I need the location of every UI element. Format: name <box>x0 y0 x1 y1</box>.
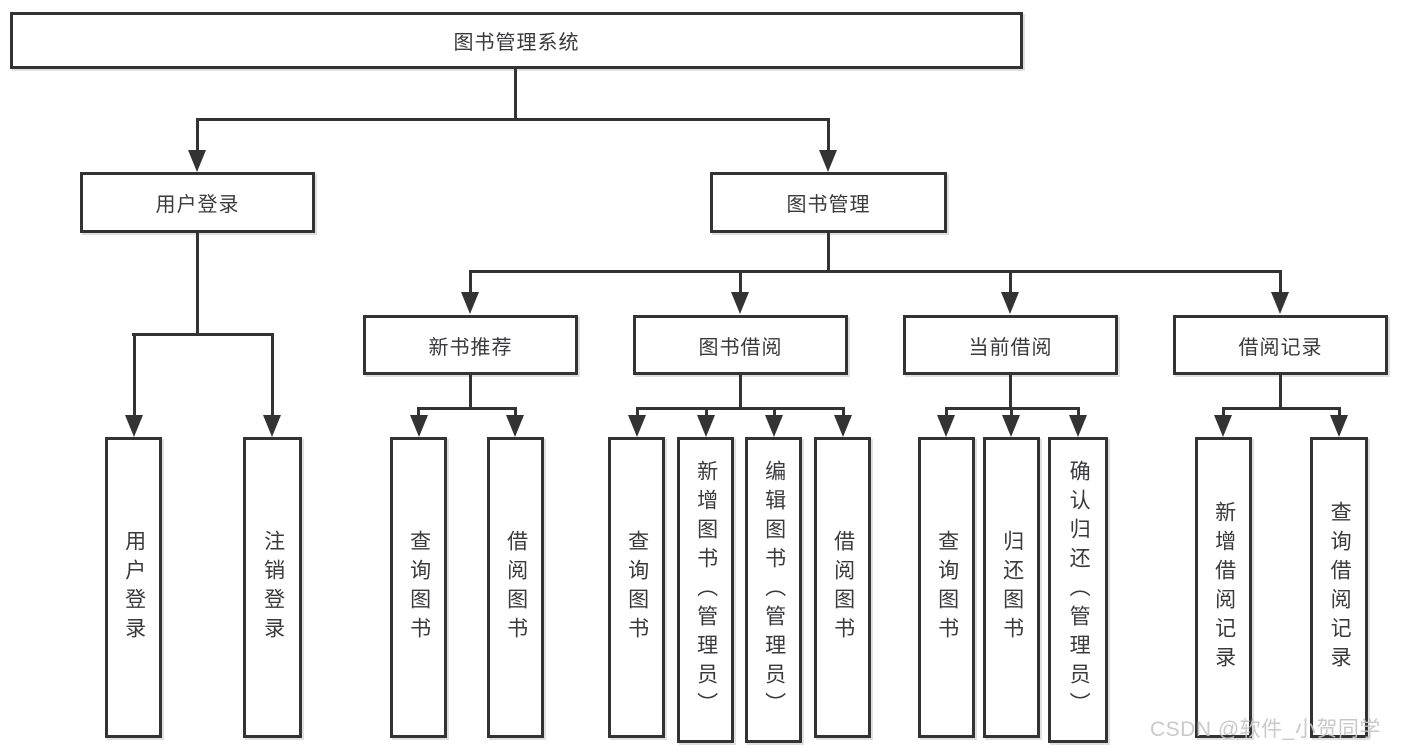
connector-line <box>1222 407 1341 410</box>
leaf-user-login: 用户登录 <box>105 437 162 738</box>
arrow-down <box>461 292 479 314</box>
node-label: 编辑图书（管理员） <box>762 459 786 721</box>
arrow-down <box>628 415 646 437</box>
node-label: 查询图书 <box>407 529 431 646</box>
leaf-query-books-recommend: 查询图书 <box>390 437 447 738</box>
leaf-query-books-borrowing: 查询图书 <box>608 437 665 738</box>
node-label: 查询借阅记录 <box>1328 500 1352 675</box>
connector-line <box>196 118 830 121</box>
connector-line <box>132 333 274 336</box>
connector-line <box>827 118 830 152</box>
leaf-query-borrow-record: 查询借阅记录 <box>1310 437 1368 738</box>
node-label: 借阅记录 <box>1238 336 1323 359</box>
arrow-down <box>731 292 749 314</box>
node-user-login: 用户登录 <box>80 172 315 233</box>
node-label: 借阅图书 <box>504 529 528 646</box>
connector-line <box>514 66 517 120</box>
arrow-down <box>506 415 524 437</box>
leaf-logout: 注销登录 <box>243 437 302 738</box>
connector-line <box>133 333 136 417</box>
node-label: 新增借阅记录 <box>1212 500 1236 675</box>
connector-line <box>1009 373 1012 410</box>
connector-line <box>469 373 472 410</box>
connector-line <box>469 270 472 294</box>
connector-line <box>196 231 199 336</box>
node-label: 新书推荐 <box>428 336 513 359</box>
arrow-down <box>1069 415 1087 437</box>
node-label: 查询图书 <box>625 529 649 646</box>
connector-line <box>417 407 420 415</box>
arrow-down <box>1002 415 1020 437</box>
leaf-confirm-return-admin: 确认归还（管理员） <box>1048 437 1108 743</box>
node-label: 新增图书（管理员） <box>694 459 718 721</box>
leaf-query-books-current: 查询图书 <box>918 437 975 738</box>
arrow-down <box>410 415 428 437</box>
node-current-borrowing: 当前借阅 <box>903 315 1118 375</box>
arrow-down <box>765 415 783 437</box>
node-label: 归还图书 <box>1000 529 1024 646</box>
connector-line <box>1279 373 1282 410</box>
connector-line <box>827 231 830 273</box>
connector-line <box>1222 407 1225 415</box>
leaf-return-book: 归还图书 <box>983 437 1040 738</box>
leaf-add-borrow-record: 新增借阅记录 <box>1195 437 1252 738</box>
connector-line <box>1010 407 1013 415</box>
arrow-down <box>125 415 143 437</box>
connector-line <box>196 118 199 152</box>
node-new-book-recommend: 新书推荐 <box>363 315 578 375</box>
node-label: 确认归还（管理员） <box>1067 459 1091 721</box>
node-label: 用户登录 <box>155 194 240 216</box>
node-label: 用户登录 <box>122 529 146 646</box>
connector-line <box>945 407 948 415</box>
arrow-down <box>188 150 206 172</box>
node-book-management: 图书管理 <box>710 172 947 233</box>
arrow-down <box>263 415 281 437</box>
leaf-add-book-admin: 新增图书（管理员） <box>677 437 734 743</box>
node-label: 图书管理系统 <box>453 32 580 54</box>
leaf-borrow-books-recommend: 借阅图书 <box>487 437 544 738</box>
connector-line <box>636 407 639 415</box>
watermark: CSDN @软件_小贺同学 <box>1150 718 1381 741</box>
node-label: 查询图书 <box>935 529 959 646</box>
leaf-edit-book-admin: 编辑图书（管理员） <box>745 437 802 743</box>
node-label: 注销登录 <box>261 529 285 646</box>
connector-line <box>1009 270 1012 294</box>
connector-line <box>739 373 742 410</box>
arrow-down <box>1001 292 1019 314</box>
node-book-borrowing: 图书借阅 <box>633 315 848 375</box>
arrow-down <box>819 150 837 172</box>
node-label: 借阅图书 <box>831 529 855 646</box>
connector-line <box>1077 407 1080 415</box>
connector-line <box>514 407 517 415</box>
connector-line <box>469 270 1281 273</box>
node-borrowing-records: 借阅记录 <box>1173 315 1388 375</box>
connector-line <box>1338 407 1341 415</box>
node-label: 图书管理 <box>786 194 871 216</box>
node-label: 图书借阅 <box>698 336 783 359</box>
node-label: 当前借阅 <box>968 336 1053 359</box>
connector-line <box>1279 270 1282 294</box>
arrow-down <box>697 415 715 437</box>
connector-line <box>636 407 845 410</box>
connector-line <box>739 270 742 294</box>
arrow-down <box>1330 415 1348 437</box>
connector-line <box>842 407 845 415</box>
node-library-management-system: 图书管理系统 <box>10 12 1023 69</box>
leaf-borrow-books-borrowing: 借阅图书 <box>814 437 871 738</box>
connector-line <box>271 333 274 417</box>
arrow-down <box>1214 415 1232 437</box>
connector-line <box>773 407 776 415</box>
arrow-down <box>834 415 852 437</box>
arrow-down <box>937 415 955 437</box>
arrow-down <box>1271 292 1289 314</box>
connector-line <box>705 407 708 415</box>
connector-line <box>417 407 517 410</box>
